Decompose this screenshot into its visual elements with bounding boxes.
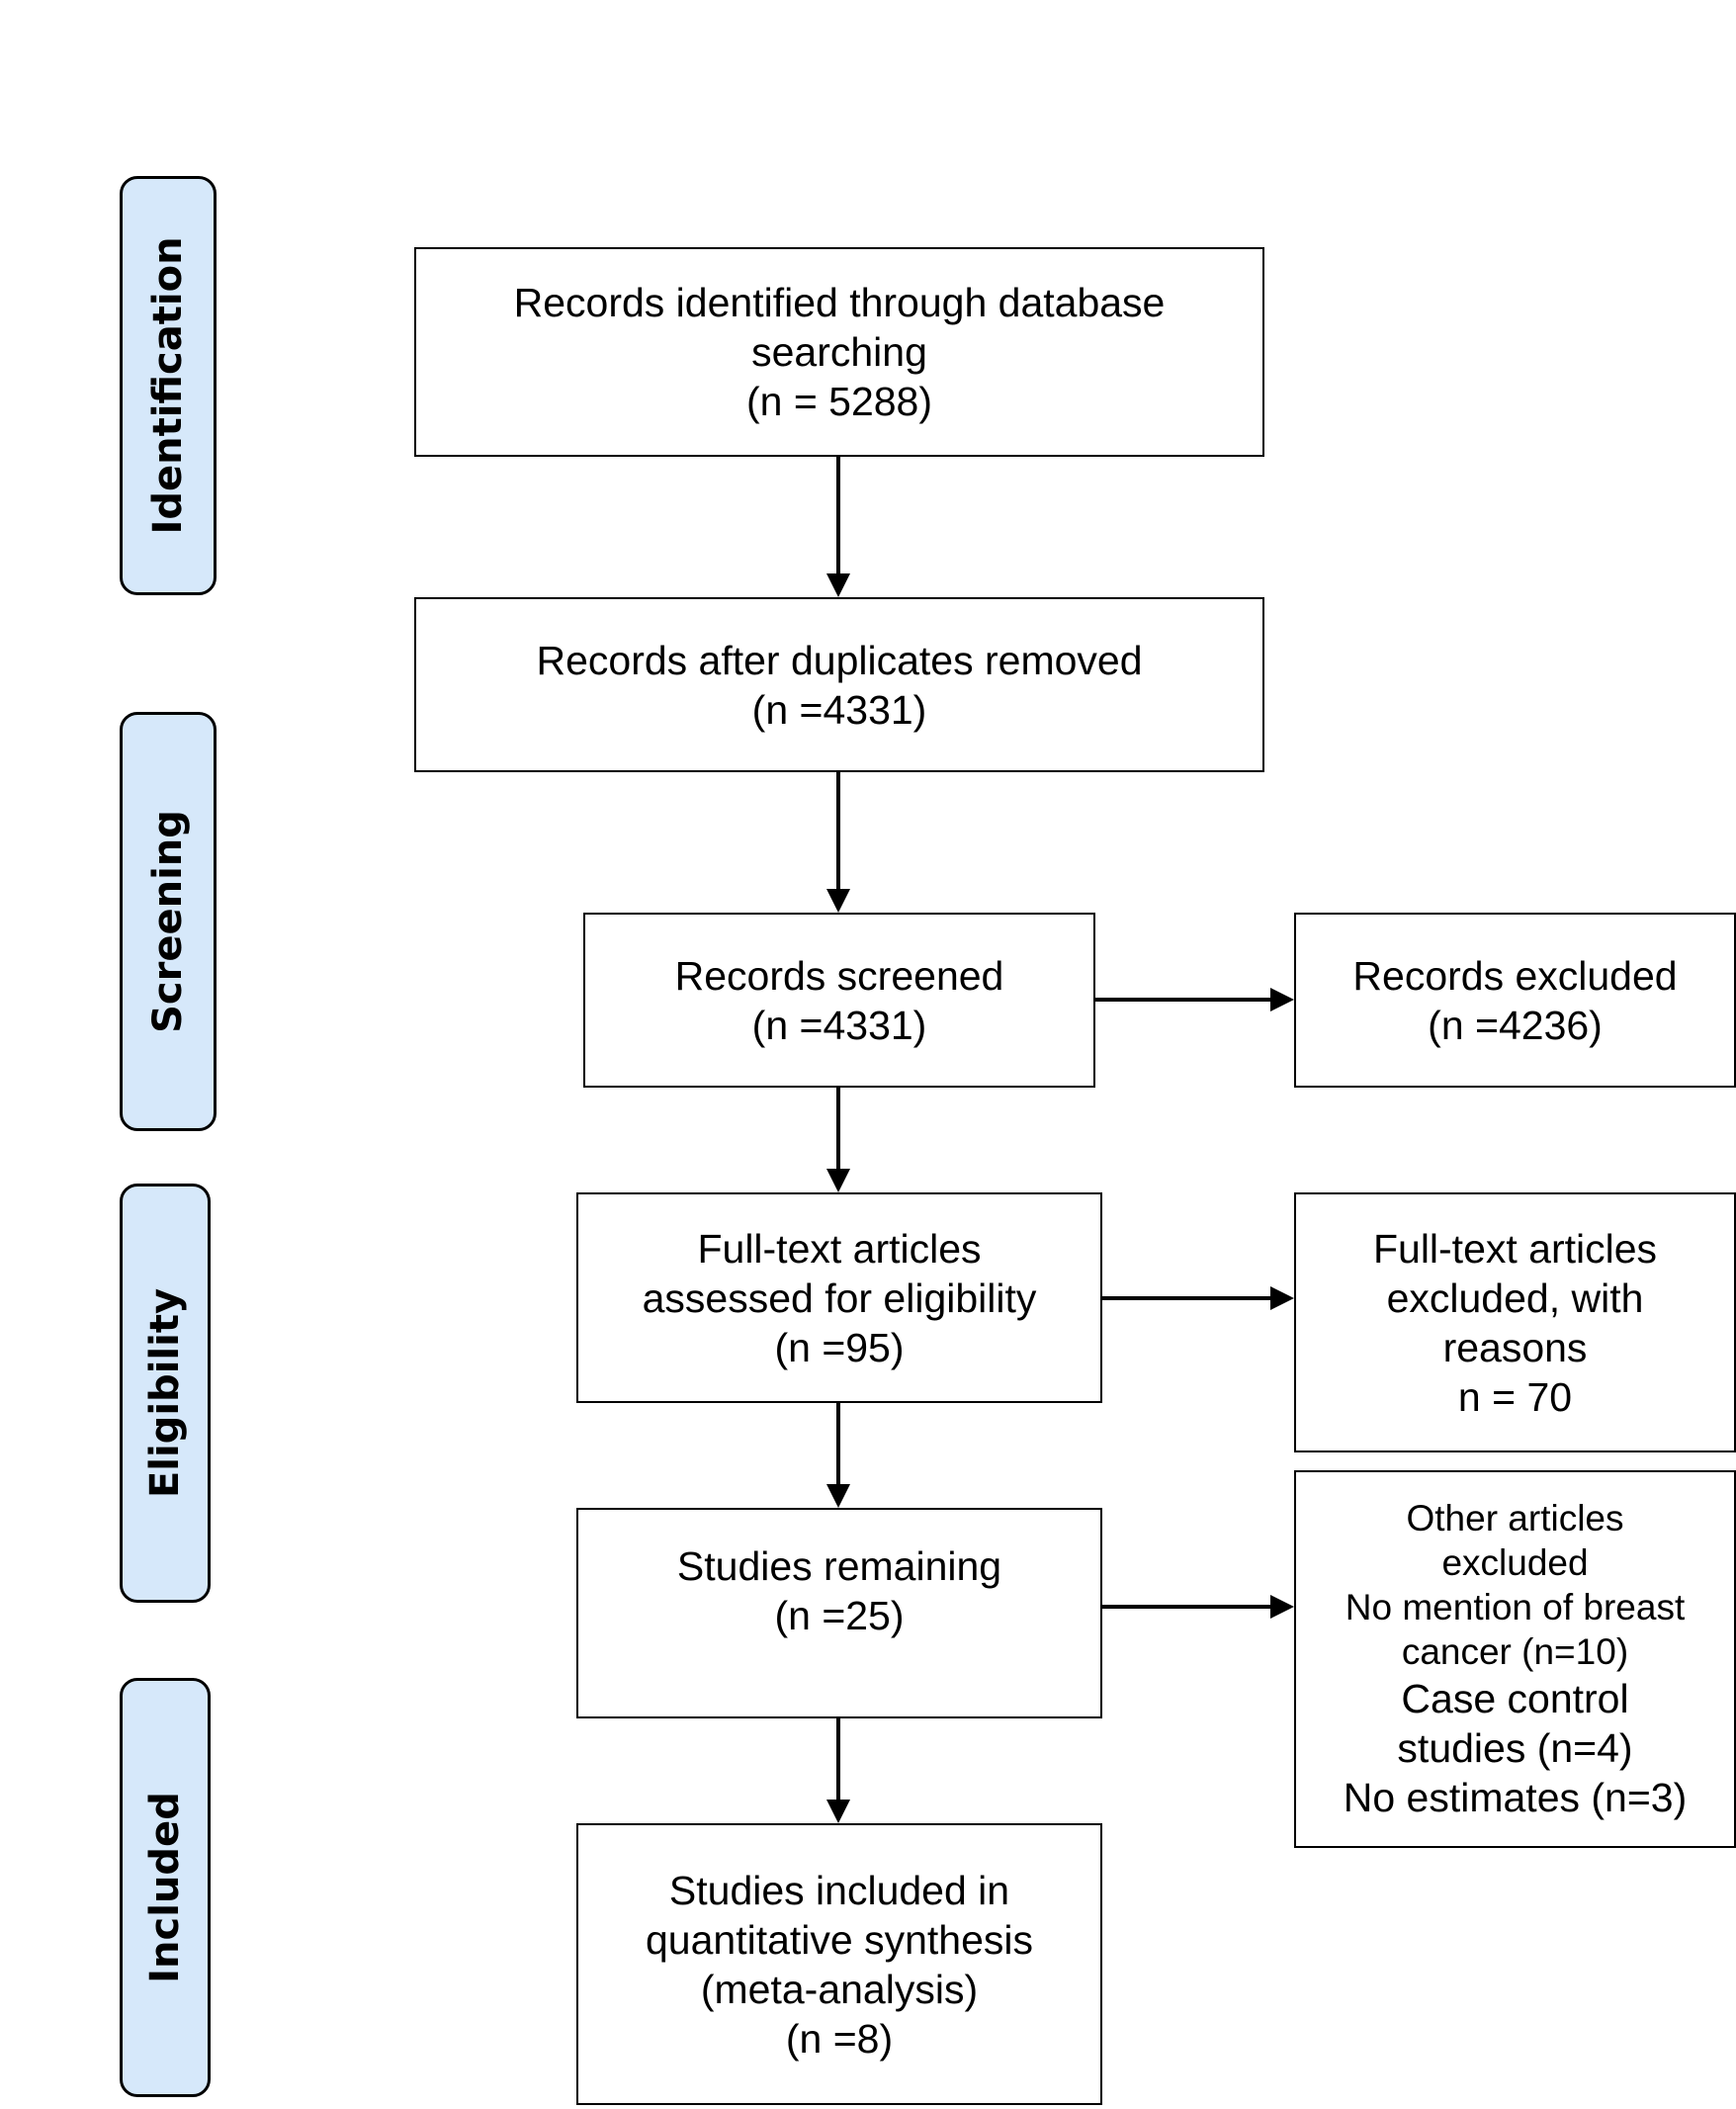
- box-duplicates-removed-line1: Records after duplicates removed: [536, 637, 1143, 683]
- phase-screening: Screening: [120, 712, 217, 1131]
- box-fulltext-excluded-line3: reasons: [1442, 1324, 1588, 1370]
- box-studies-remaining-count: (n =25): [774, 1593, 905, 1638]
- box-other-excluded-line7: No estimates (n=3): [1343, 1775, 1688, 1820]
- box-fulltext-excluded: Full-text articles excluded, with reason…: [1294, 1192, 1736, 1452]
- box-records-screened-count: (n =4331): [751, 1002, 927, 1048]
- box-records-excluded-line1: Records excluded: [1352, 952, 1678, 999]
- box-fulltext-assessed-count: (n =95): [774, 1324, 905, 1370]
- arrowhead-fulltext-to-remaining: [826, 1484, 850, 1508]
- box-studies-included-line3: (meta-analysis): [700, 1966, 979, 2012]
- box-other-excluded-line2: excluded: [1441, 1542, 1589, 1583]
- arrowhead-duplicates-to-screened: [826, 889, 850, 913]
- phase-identification: Identification: [120, 176, 217, 595]
- box-duplicates-removed: Records after duplicates removed (n =433…: [414, 597, 1264, 772]
- box-duplicates-removed-count: (n =4331): [751, 686, 927, 733]
- box-studies-included-count: (n =8): [785, 2015, 894, 2062]
- box-fulltext-excluded-count: n = 70: [1457, 1373, 1573, 1420]
- box-studies-remaining: Studies remaining (n =25): [576, 1508, 1102, 1718]
- box-records-excluded-count: (n =4236): [1428, 1002, 1603, 1048]
- phase-eligibility: Eligibility: [120, 1184, 211, 1603]
- box-studies-included-line2: quantitative synthesis: [645, 1916, 1033, 1963]
- box-other-excluded-line5: Case control: [1401, 1676, 1629, 1721]
- arrowhead-screened-to-excluded: [1270, 988, 1294, 1011]
- box-fulltext-assessed-line2: assessed for eligibility: [642, 1274, 1037, 1321]
- box-other-excluded: Other articles excluded No mention of br…: [1294, 1470, 1736, 1848]
- box-fulltext-assessed: Full-text articles assessed for eligibil…: [576, 1192, 1102, 1403]
- box-records-identified-line1: Records identified through database: [513, 280, 1166, 325]
- arrowhead-identified-to-duplicates: [826, 573, 850, 597]
- box-other-excluded-line3: No mention of breast: [1345, 1587, 1686, 1627]
- box-studies-remaining-line1: Studies remaining: [676, 1543, 1002, 1589]
- box-fulltext-excluded-line2: excluded, with: [1386, 1274, 1644, 1321]
- arrowhead-remaining-to-other-excluded: [1270, 1595, 1294, 1619]
- box-studies-included-line1: Studies included in: [668, 1867, 1010, 1913]
- box-records-screened: Records screened (n =4331): [583, 913, 1095, 1088]
- box-records-identified-count: (n = 5288): [745, 379, 933, 424]
- box-other-excluded-line1: Other articles: [1406, 1498, 1624, 1538]
- box-fulltext-assessed-line1: Full-text articles: [697, 1225, 982, 1272]
- box-other-excluded-line6: studies (n=4): [1397, 1725, 1633, 1771]
- arrowhead-fulltext-to-fulltext-excluded: [1270, 1286, 1294, 1310]
- arrowhead-screened-to-fulltext: [826, 1169, 850, 1192]
- phase-included: Included: [120, 1678, 211, 2097]
- box-studies-included: Studies included in quantitative synthes…: [576, 1823, 1102, 2105]
- box-other-excluded-line4: cancer (n=10): [1401, 1631, 1629, 1672]
- box-records-screened-line1: Records screened: [674, 952, 1004, 999]
- box-records-excluded: Records excluded (n =4236): [1294, 913, 1736, 1088]
- box-fulltext-excluded-line1: Full-text articles: [1372, 1225, 1658, 1272]
- arrowhead-remaining-to-included: [826, 1800, 850, 1823]
- box-records-identified: Records identified through database sear…: [414, 247, 1264, 457]
- box-records-identified-line2: searching: [751, 329, 927, 375]
